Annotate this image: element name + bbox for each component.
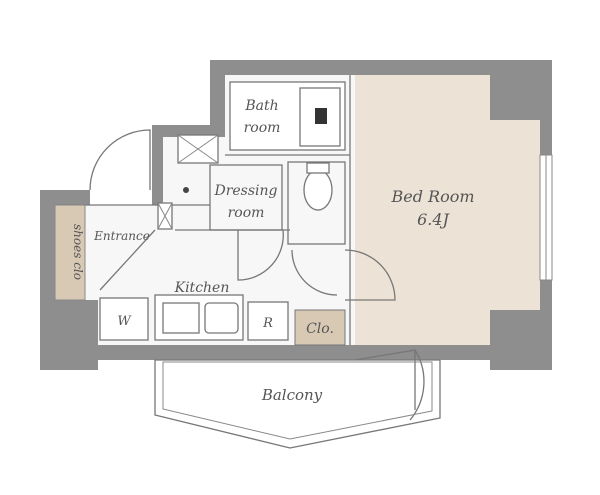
bedroom-size: 6.4J: [417, 210, 450, 229]
fridge-space: [247, 301, 289, 341]
bedroom-floor: [355, 75, 540, 345]
walls: [40, 60, 553, 370]
fridge-label: R: [262, 316, 273, 331]
dressing-label-2: room: [228, 205, 265, 221]
bath-controls-icon: [315, 108, 327, 124]
balcony-label: Balcony: [261, 386, 323, 404]
toilet-tank: [306, 162, 330, 174]
faucet-icon: [183, 187, 189, 193]
closet: [294, 309, 346, 346]
doors: [89, 129, 425, 421]
balcony-outline: [154, 359, 441, 449]
stove-icon: [162, 302, 200, 334]
bedroom-label: Bed Room: [390, 187, 474, 206]
kitchen-label: Kitchen: [174, 280, 230, 296]
dressing-label: Dressing: [213, 183, 277, 199]
closet-label: Clo.: [306, 321, 334, 337]
bath-label: Bath: [244, 98, 278, 114]
washer-label: W: [117, 314, 132, 329]
sink-icon: [204, 302, 239, 334]
entrance-label: Entrance: [93, 229, 150, 243]
shoes-closet: [54, 204, 86, 301]
toilet-icon: [303, 169, 333, 211]
washer-space: [99, 297, 149, 341]
bath-label-2: room: [244, 120, 281, 136]
shoes-closet-label: shoes clo: [71, 224, 85, 280]
